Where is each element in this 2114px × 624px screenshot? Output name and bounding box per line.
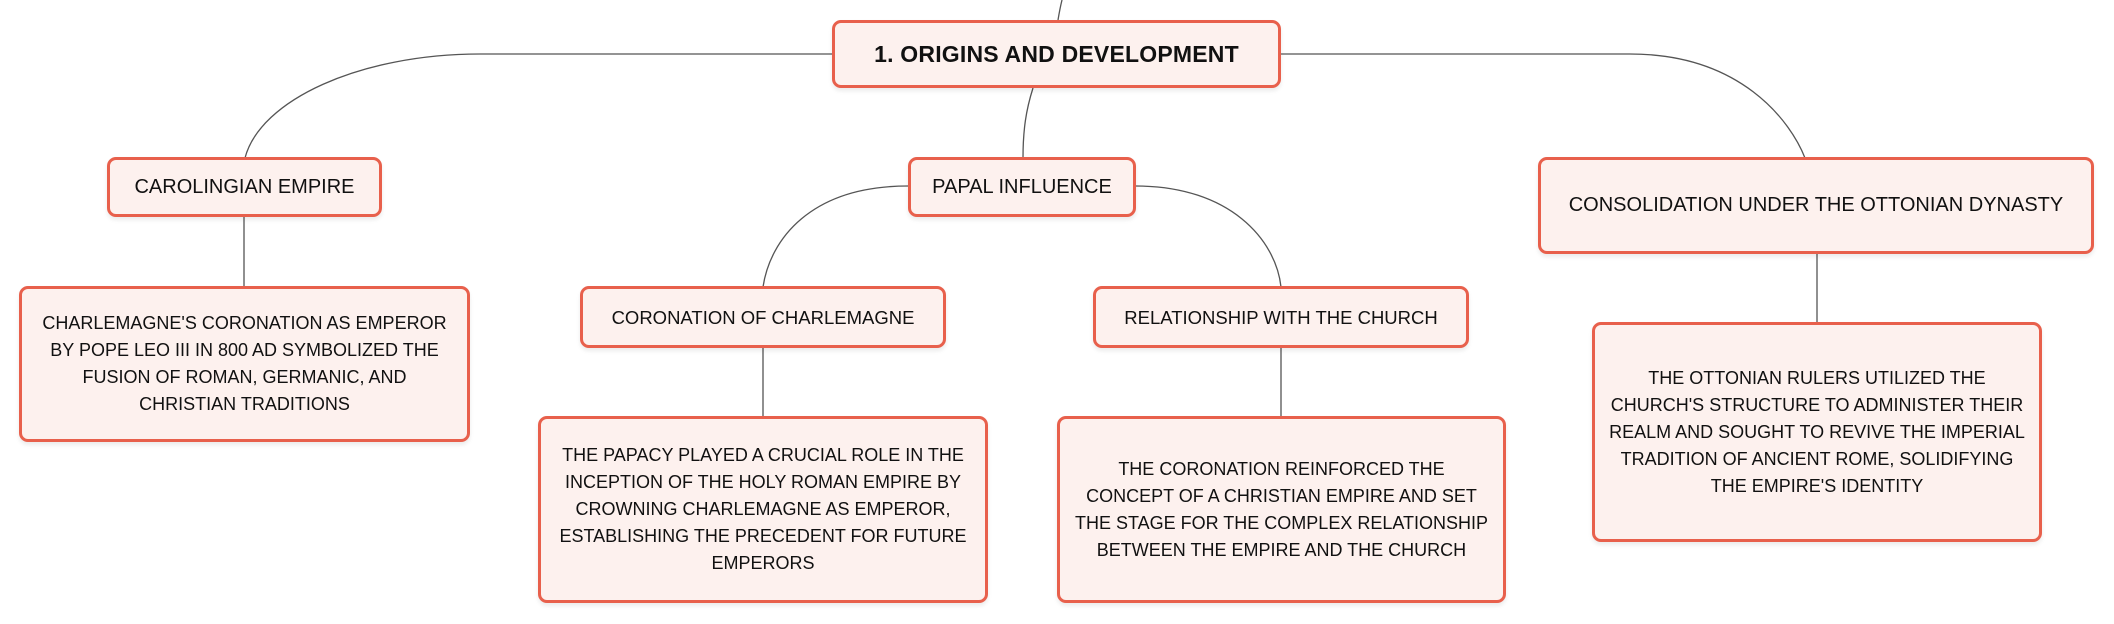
connector-papal-to-coronation xyxy=(762,185,909,288)
topic-relationship-with-church[interactable]: RELATIONSHIP WITH THE CHURCH xyxy=(1093,286,1469,348)
connector-papal-to-church xyxy=(1135,185,1282,288)
topic-papal-influence[interactable]: PAPAL INFLUENCE xyxy=(908,157,1136,217)
detail-ottonian-consolidation[interactable]: THE OTTONIAN RULERS UTILIZED THE CHURCH'… xyxy=(1592,322,2042,542)
topic-coronation-of-charlemagne[interactable]: CORONATION OF CHARLEMAGNE xyxy=(580,286,946,348)
topic-ottonian-consolidation[interactable]: CONSOLIDATION UNDER THE OTTONIAN DYNASTY xyxy=(1538,157,2094,254)
detail-coronation-of-charlemagne[interactable]: THE PAPACY PLAYED A CRUCIAL ROLE IN THE … xyxy=(538,416,988,603)
root-node-label: 1. ORIGINS AND DEVELOPMENT xyxy=(874,40,1239,67)
topic-coronation-of-charlemagne-label: CORONATION OF CHARLEMAGNE xyxy=(611,306,915,328)
topic-carolingian-empire-label: CAROLINGIAN EMPIRE xyxy=(134,175,355,198)
detail-relationship-with-church-text: THE CORONATION REINFORCED THE CONCEPT OF… xyxy=(1074,458,1489,560)
topic-ottonian-consolidation-label: CONSOLIDATION UNDER THE OTTONIAN DYNASTY xyxy=(1568,194,2064,216)
connector-parent-to-root xyxy=(1057,0,1063,21)
topic-carolingian-empire[interactable]: CAROLINGIAN EMPIRE xyxy=(107,157,382,217)
detail-carolingian-empire[interactable]: CHARLEMAGNE'S CORONATION AS EMPEROR BY P… xyxy=(19,286,470,442)
connector-root-to-ottonian xyxy=(1280,53,1806,159)
topic-papal-influence-label: PAPAL INFLUENCE xyxy=(932,175,1112,198)
connector-root-to-carolingian xyxy=(244,53,832,159)
detail-carolingian-empire-text: CHARLEMAGNE'S CORONATION AS EMPEROR BY P… xyxy=(42,313,447,414)
detail-coronation-of-charlemagne-text: THE PAPACY PLAYED A CRUCIAL ROLE IN THE … xyxy=(559,445,967,573)
detail-relationship-with-church[interactable]: THE CORONATION REINFORCED THE CONCEPT OF… xyxy=(1057,416,1506,603)
topic-relationship-with-church-label: RELATIONSHIP WITH THE CHURCH xyxy=(1124,306,1438,328)
detail-ottonian-consolidation-text: THE OTTONIAN RULERS UTILIZED THE CHURCH'… xyxy=(1609,367,2025,496)
connector-root-to-papal xyxy=(1022,87,1034,159)
root-node[interactable]: 1. ORIGINS AND DEVELOPMENT xyxy=(832,20,1281,88)
